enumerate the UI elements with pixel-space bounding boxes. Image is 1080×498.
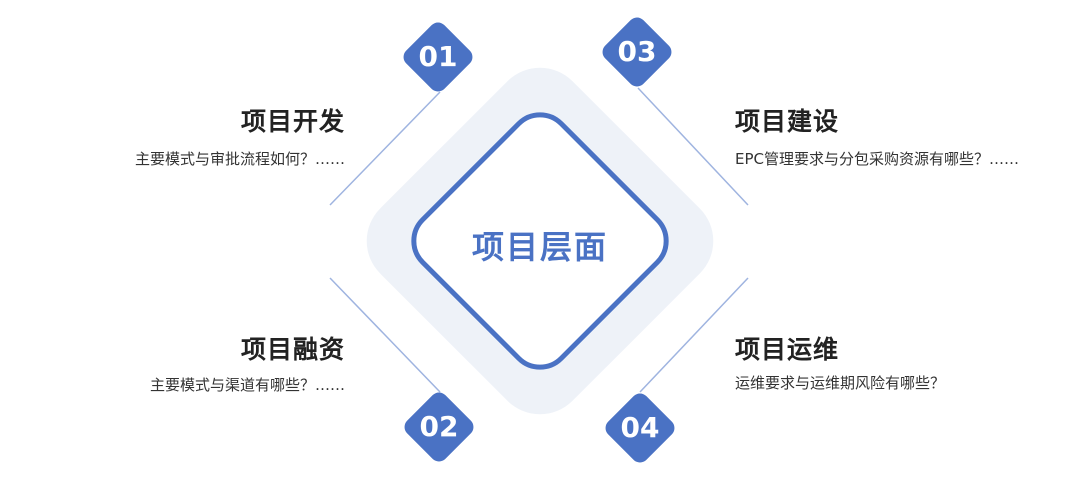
- connector-04: [639, 277, 1040, 433]
- badge-04-number: 04: [620, 411, 660, 444]
- item-02-title: 项目融资: [240, 335, 345, 364]
- connector-03: [637, 49, 1040, 206]
- badge-02-shape: [404, 392, 474, 462]
- item-04-title: 项目运维: [735, 335, 840, 364]
- item-03-title: 项目建设: [735, 107, 840, 136]
- badge-04-shape: [605, 393, 675, 463]
- item-01-title: 项目开发: [240, 107, 345, 136]
- item-04-desc: 运维要求与运维期风险有哪些？: [735, 374, 946, 392]
- item-03-desc: EPC管理要求与分包采购资源有哪些？……: [735, 150, 1019, 168]
- connector-02: [40, 277, 441, 433]
- item-01-desc: 主要模式与审批流程如何？……: [134, 150, 345, 168]
- badge-03-shape: [602, 17, 672, 87]
- badge-02-number: 02: [419, 410, 459, 443]
- connector-01: [40, 49, 441, 206]
- center-title: 项目层面: [471, 228, 608, 266]
- center-diamond: [411, 112, 669, 370]
- item-02-desc: 主要模式与渠道有哪些？……: [149, 376, 345, 394]
- badge-01-number: 01: [418, 40, 458, 73]
- badge-03-number: 03: [617, 35, 657, 68]
- badge-01-shape: [403, 22, 473, 92]
